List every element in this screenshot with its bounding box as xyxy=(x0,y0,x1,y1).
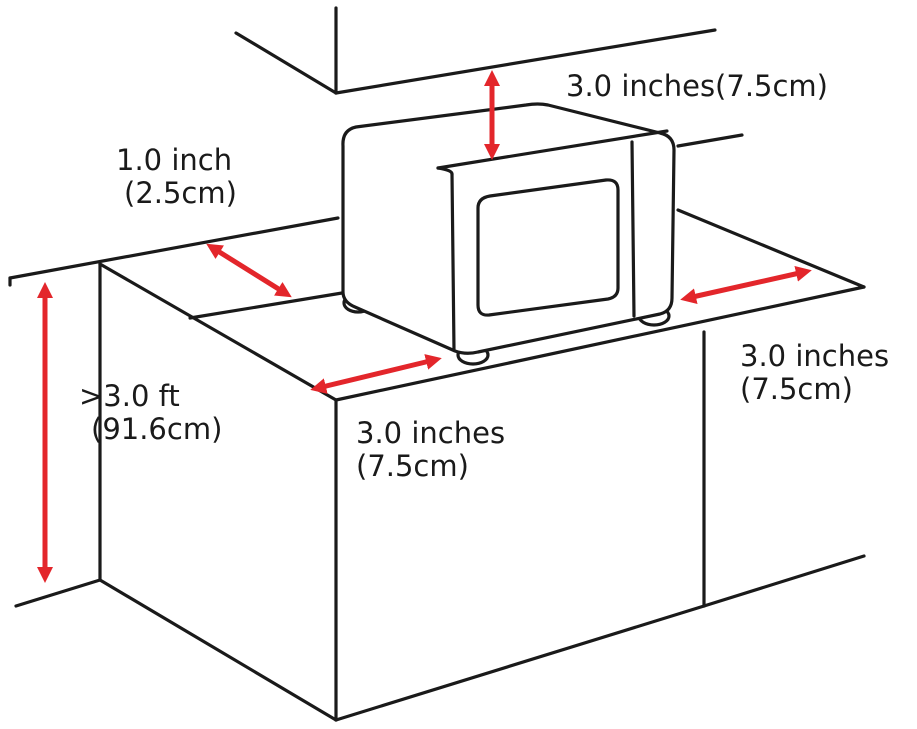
front-clearance-line2: (7.5cm) xyxy=(356,449,469,483)
side-left-clearance-line1: 1.0 inch xyxy=(116,143,233,177)
clearance-arrows xyxy=(36,69,812,584)
height-clearance-line1: >3.0 ft xyxy=(79,379,180,413)
side-right-clearance-line2: (7.5cm) xyxy=(740,372,853,406)
microwave xyxy=(341,102,676,366)
side-right-clearance-line1: 3.0 inches xyxy=(740,339,890,373)
top-clearance-text: 3.0 inches(7.5cm) xyxy=(566,69,828,103)
side-left-clearance-line2: (2.5cm) xyxy=(124,176,237,210)
height-clearance-line2: (91.6cm) xyxy=(91,412,223,446)
arrow-front xyxy=(310,354,442,394)
arrow-side-right xyxy=(680,265,812,305)
height-clearance-label: >3.0 ft (91.6cm) xyxy=(79,380,222,446)
front-clearance-label: 3.0 inches (7.5cm) xyxy=(356,417,505,483)
cabinet-outline xyxy=(8,6,866,722)
arrow-side-left xyxy=(206,243,292,298)
side-left-clearance-label: 1.0 inch (2.5cm) xyxy=(116,144,237,210)
top-clearance-label: 3.0 inches(7.5cm) xyxy=(566,70,828,103)
front-clearance-line1: 3.0 inches xyxy=(356,416,506,450)
side-right-clearance-label: 3.0 inches (7.5cm) xyxy=(740,340,889,406)
